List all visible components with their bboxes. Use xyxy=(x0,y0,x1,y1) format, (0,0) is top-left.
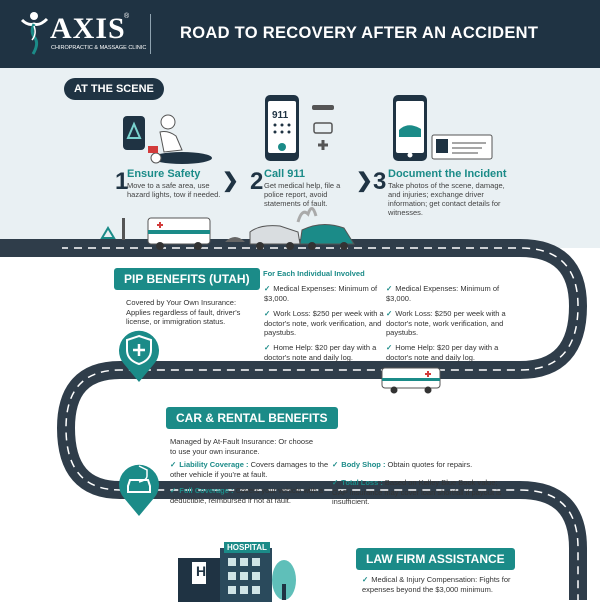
step-3-title: Document the Incident xyxy=(388,168,507,180)
car-item-text: Based on Kelley Blue Book value; GAP ins… xyxy=(332,478,502,506)
law-item-text: Medical & Injury Compensation: Fights fo… xyxy=(362,575,511,594)
at-the-scene-label: AT THE SCENE xyxy=(64,78,164,100)
law-item: ✓Medical & Injury Compensation: Fights f… xyxy=(362,575,511,594)
ambulance-illustration xyxy=(381,367,441,394)
pip-col1-item: ✓Home Help: $20 per day with a doctor's … xyxy=(264,343,377,362)
car-full-coverage-item: ✓Full Coverage : Covers your vehicle wit… xyxy=(170,486,324,505)
pip-col1-text: Medical Expenses: Minimum of $3,000. xyxy=(264,284,378,303)
injured-person-illustration xyxy=(123,114,212,164)
figure-logo-icon xyxy=(20,12,49,55)
chevron-right-icon: ❯ xyxy=(356,170,373,192)
step-3-text: Take photos of the scene, damage, and in… xyxy=(388,181,505,217)
pip-col2-item: ✓Home Help: $20 per day with a doctor's … xyxy=(386,343,499,362)
pip-col1-item: ✓Medical Expenses: Minimum of $3,000. xyxy=(264,284,378,303)
pip-col2-item: ✓Medical Expenses: Minimum of $3,000. xyxy=(386,284,500,303)
car-pin-icon xyxy=(119,464,159,516)
car-item-heading: Body Shop : xyxy=(341,460,386,469)
documentation-illustration xyxy=(393,95,493,161)
pip-col1-text: Home Help: $20 per day with a doctor's n… xyxy=(264,343,377,362)
hospital-letter: H xyxy=(196,563,207,579)
registered-mark: ® xyxy=(124,13,130,20)
header-divider xyxy=(150,14,151,54)
tree-illustration xyxy=(272,560,296,600)
crash-scene-vehicles xyxy=(100,207,355,250)
page-title: ROAD TO RECOVERY AFTER AN ACCIDENT xyxy=(180,24,539,42)
pip-benefits-label: PIP BENEFITS (UTAH) xyxy=(114,268,260,290)
pip-col1-text: Work Loss: $250 per week with a doctor's… xyxy=(264,309,384,337)
logo-wordmark: AXIS xyxy=(50,12,126,45)
car-item-heading: Liability Coverage : xyxy=(179,460,249,469)
car-liability-item: ✓Liability Coverage : Covers damages to … xyxy=(170,460,329,479)
axis-logo[interactable]: AXIS ® CHIROPRACTIC & MASSAGE CLINIC xyxy=(20,10,146,58)
pip-col1-item: ✓Work Loss: $250 per week with a doctor'… xyxy=(264,309,384,337)
car-intro-text: Managed by At-Fault Insurance: Or choose… xyxy=(170,437,313,456)
step-2-text: Get medical help, file a police report, … xyxy=(264,181,341,208)
logo-subtitle: CHIROPRACTIC & MASSAGE CLINIC xyxy=(51,45,147,51)
pip-col2-text: Home Help: $20 per day with a doctor's n… xyxy=(386,343,499,362)
car-item-heading: Full Coverage : xyxy=(179,486,234,495)
pip-each-individual-heading: For Each Individual Involved xyxy=(263,269,365,278)
hospital-sign: HOSPITAL xyxy=(227,543,267,552)
step-1-number: 1 xyxy=(115,168,129,195)
pip-col2-text: Medical Expenses: Minimum of $3,000. xyxy=(386,284,500,303)
car-item-heading: Total Loss : xyxy=(341,478,383,487)
pip-intro-text: Covered by Your Own Insurance: Applies r… xyxy=(126,298,241,326)
pip-col2-item: ✓Work Loss: $250 per week with a doctor'… xyxy=(386,309,506,337)
car-total-loss-item: ✓Total Loss : Based on Kelley Blue Book … xyxy=(332,478,502,506)
phone-911-illustration xyxy=(265,95,334,161)
step-2-title: Call 911 xyxy=(264,168,305,180)
chevron-right-icon: ❯ xyxy=(222,170,239,192)
step-2-number: 2 xyxy=(250,168,264,195)
shield-pin-icon xyxy=(119,330,159,382)
car-item-text: Obtain quotes for repairs. xyxy=(385,460,473,469)
hospital-building-illustration xyxy=(178,542,272,602)
car-item-text: Covers damages to the other vehicle if y… xyxy=(170,460,329,479)
step-1-title: Ensure Safety xyxy=(127,168,201,180)
car-body-shop-item: ✓Body Shop : Obtain quotes for repairs. xyxy=(332,460,473,469)
car-item-text: Covers your vehicle with a deductible, r… xyxy=(170,486,324,505)
phone-screen-text: 911 xyxy=(272,110,289,121)
car-rental-benefits-label: CAR & RENTAL BENEFITS xyxy=(166,407,338,429)
infographic-body xyxy=(0,68,600,600)
law-firm-assistance-label: LAW FIRM ASSISTANCE xyxy=(356,548,515,570)
pip-col2-text: Work Loss: $250 per week with a doctor's… xyxy=(386,309,506,337)
step-3-number: 3 xyxy=(373,168,387,195)
header-banner: AXIS ® CHIROPRACTIC & MASSAGE CLINIC ROA… xyxy=(0,0,600,68)
step-1-text: Move to a safe area, use hazard lights, … xyxy=(127,181,221,199)
